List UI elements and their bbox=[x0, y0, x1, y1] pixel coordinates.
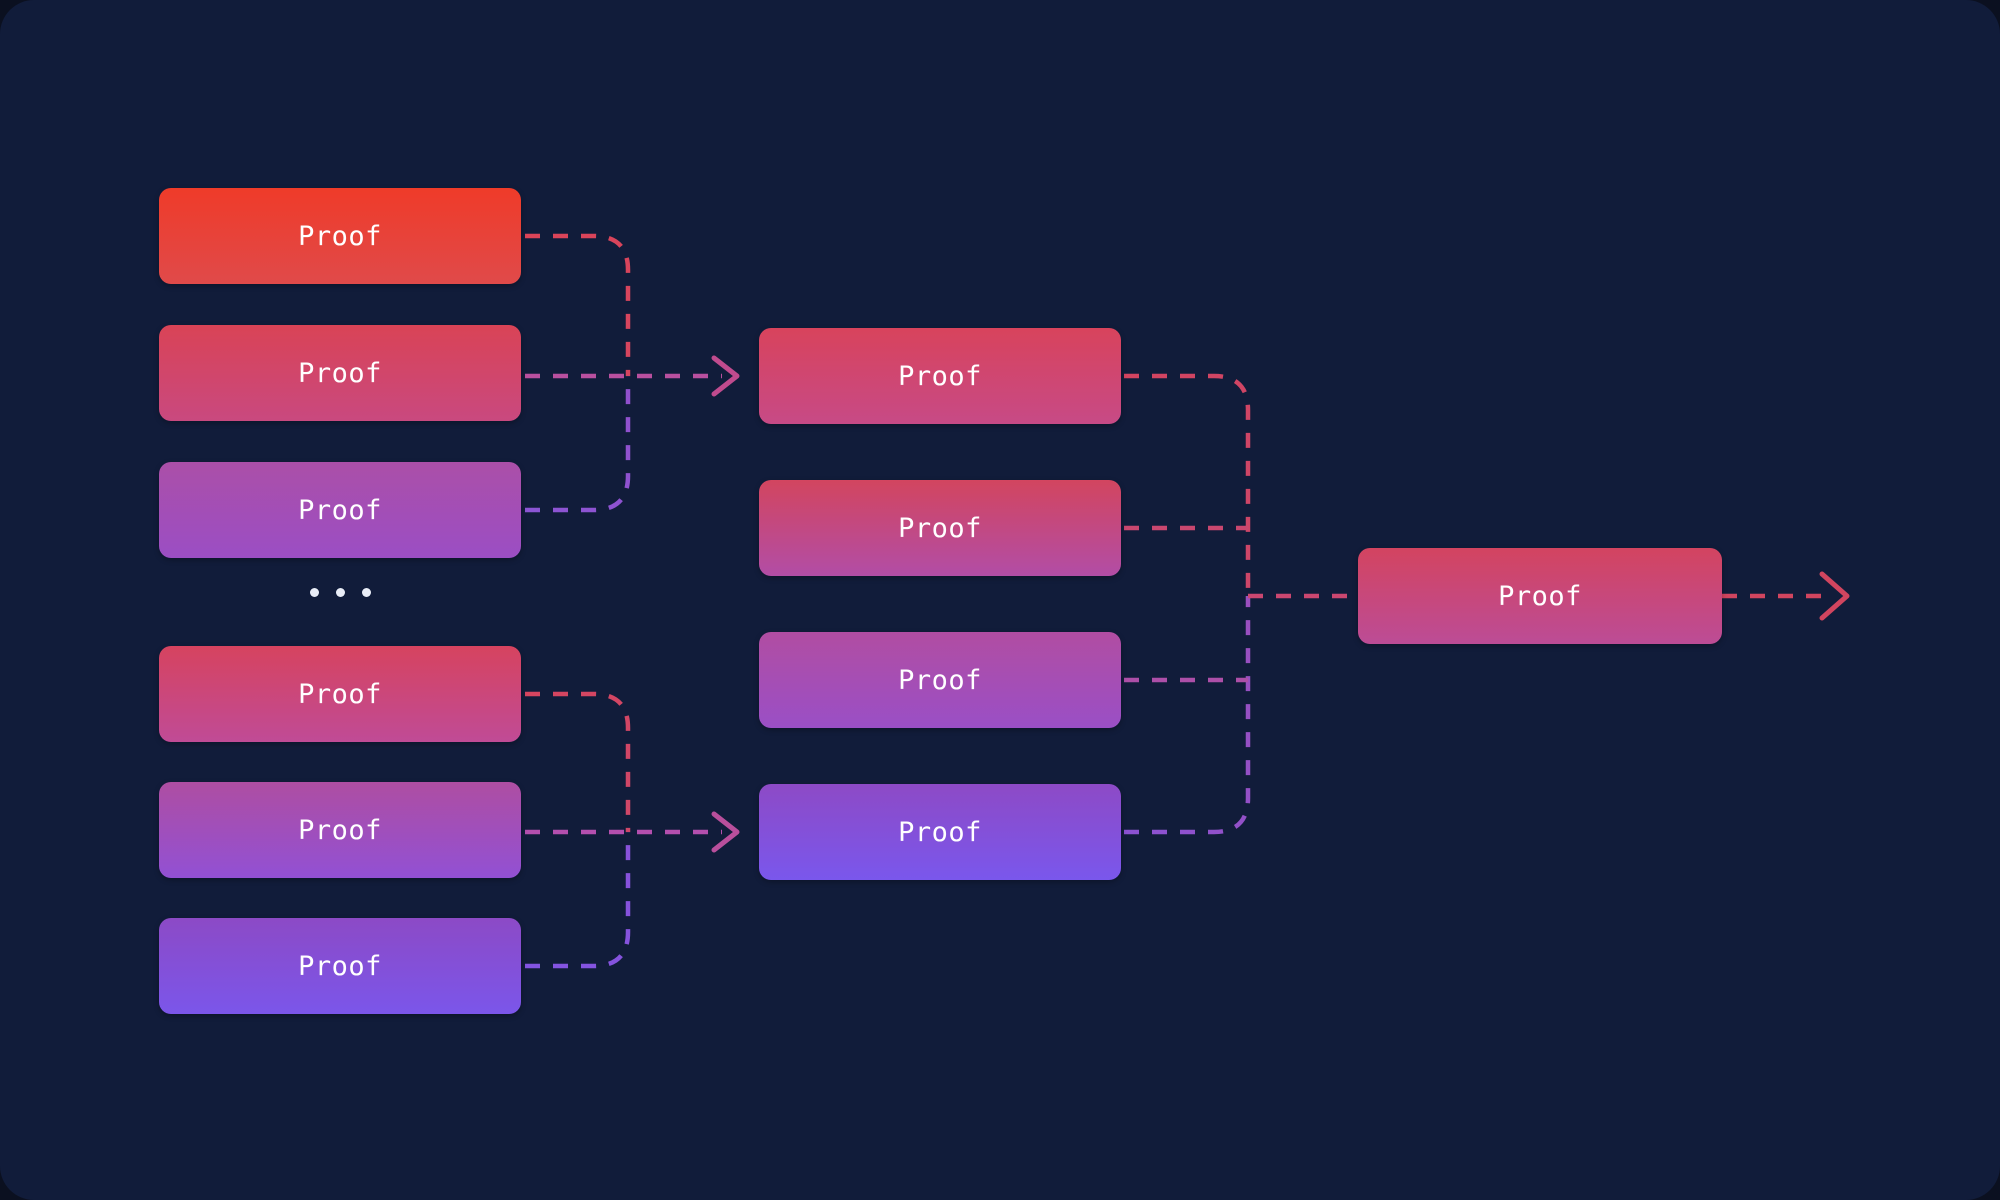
node-label: Proof bbox=[298, 494, 382, 526]
arrow-output-icon bbox=[1819, 571, 1850, 621]
ellipsis-dot bbox=[335, 587, 345, 597]
edge-mid-1 bbox=[1124, 373, 1251, 596]
node-mid-2[interactable]: Proof bbox=[759, 480, 1121, 576]
edge-group-middle bbox=[1124, 373, 1358, 835]
node-label: Proof bbox=[1498, 580, 1582, 612]
ellipsis-indicator bbox=[298, 580, 382, 604]
ellipsis-dot bbox=[361, 587, 371, 597]
node-label: Proof bbox=[298, 357, 382, 389]
node-leaf-4[interactable]: Proof bbox=[159, 646, 521, 742]
node-label: Proof bbox=[298, 678, 382, 710]
edge-mid-4 bbox=[1124, 596, 1251, 835]
node-label: Proof bbox=[298, 814, 382, 846]
ellipsis-dot bbox=[309, 587, 319, 597]
node-leaf-3[interactable]: Proof bbox=[159, 462, 521, 558]
node-root-1[interactable]: Proof bbox=[1358, 548, 1722, 644]
edge-leaf-3 bbox=[525, 376, 631, 513]
node-leaf-6[interactable]: Proof bbox=[159, 918, 521, 1014]
edge-leaf-1 bbox=[525, 233, 631, 376]
node-label: Proof bbox=[898, 664, 982, 696]
node-label: Proof bbox=[898, 816, 982, 848]
node-mid-3[interactable]: Proof bbox=[759, 632, 1121, 728]
node-leaf-1[interactable]: Proof bbox=[159, 188, 521, 284]
edge-leaf-4 bbox=[525, 691, 631, 832]
node-mid-1[interactable]: Proof bbox=[759, 328, 1121, 424]
edge-leaf-6 bbox=[525, 832, 631, 969]
node-label: Proof bbox=[298, 220, 382, 252]
node-leaf-5[interactable]: Proof bbox=[159, 782, 521, 878]
node-leaf-2[interactable]: Proof bbox=[159, 325, 521, 421]
edge-group-bottom bbox=[525, 691, 722, 969]
node-label: Proof bbox=[298, 950, 382, 982]
node-label: Proof bbox=[898, 512, 982, 544]
arrow-into-mid4-icon bbox=[711, 811, 740, 853]
arrow-into-mid1-icon bbox=[711, 355, 740, 397]
node-label: Proof bbox=[898, 360, 982, 392]
node-mid-4[interactable]: Proof bbox=[759, 784, 1121, 880]
edge-group-top bbox=[525, 233, 722, 513]
